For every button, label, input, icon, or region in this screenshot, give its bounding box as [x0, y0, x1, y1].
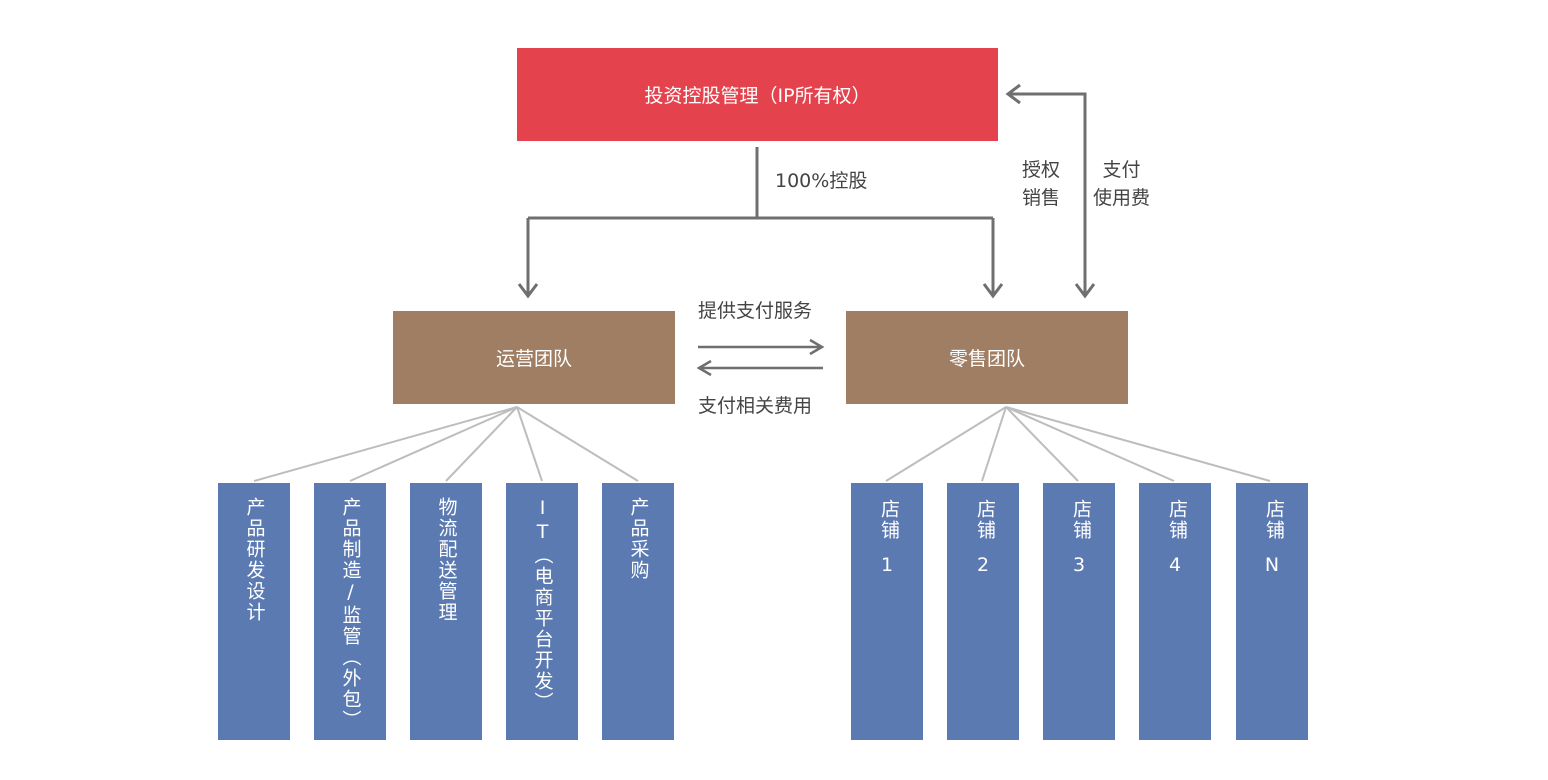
- store-number: N: [1264, 554, 1280, 576]
- store-label: 店铺: [1070, 499, 1092, 541]
- license-label-line-1: 授权: [1022, 159, 1061, 181]
- arrowhead-to-retail: [982, 283, 1004, 299]
- retail-store-1: 店铺 1: [851, 483, 923, 740]
- operations-item-it: IT（电商平台开发）: [506, 483, 578, 740]
- tree-line-retail-4: [1005, 406, 1175, 482]
- license-fee-connector: [1008, 92, 1087, 296]
- arrowhead-to-operations: [517, 283, 539, 299]
- operations-item-label: 产品制造/监管（外包）: [339, 497, 362, 731]
- license-label-line-2: 销售: [1022, 186, 1061, 209]
- operations-item-manufacturing: 产品制造/监管（外包）: [314, 483, 386, 740]
- tree-line-retail-2: [981, 406, 1007, 482]
- tree-line-retail-5: [1005, 406, 1271, 482]
- operations-item-procurement: 产品采购: [602, 483, 674, 740]
- operations-team-label: 运营团队: [495, 348, 572, 370]
- operations-item-rd-design: 产品研发设计: [218, 483, 290, 740]
- tree-line-ops-3: [445, 406, 518, 482]
- operations-tree-lines: [253, 406, 639, 482]
- store-number: 4: [1168, 554, 1182, 576]
- operations-item-label: 物流配送管理: [435, 497, 458, 623]
- store-number: 2: [976, 554, 990, 576]
- tree-line-ops-2: [349, 406, 518, 482]
- license-sales-label: 授权 销售: [1022, 157, 1060, 212]
- arrowhead-to-retail-right: [1074, 283, 1096, 299]
- holding-company-box: 投资控股管理（IP所有权）: [517, 48, 998, 141]
- operations-item-label: 产品采购: [627, 497, 650, 581]
- retail-store-n: 店铺 N: [1236, 483, 1308, 740]
- fee-label-line-1: 支付: [1102, 159, 1141, 181]
- payment-fee-label: 支付相关费用: [698, 395, 813, 417]
- arrowhead-to-top: [1005, 83, 1021, 105]
- store-label: 店铺: [1166, 499, 1188, 541]
- store-number: 3: [1072, 554, 1086, 576]
- tree-line-ops-5: [516, 406, 639, 482]
- holding-connector: [526, 147, 995, 296]
- retail-store-3: 店铺 3: [1043, 483, 1115, 740]
- operations-item-logistics: 物流配送管理: [410, 483, 482, 740]
- operations-item-label: IT（电商平台开发）: [531, 497, 554, 713]
- store-number: 1: [880, 554, 894, 576]
- tree-line-ops-4: [516, 406, 543, 482]
- store-label: 店铺: [1263, 499, 1285, 541]
- payment-arrow: [696, 359, 823, 377]
- retail-tree-lines: [885, 406, 1271, 482]
- holding-company-label: 投资控股管理（IP所有权）: [644, 85, 871, 107]
- tree-line-retail-3: [1005, 406, 1079, 482]
- store-label: 店铺: [878, 499, 900, 541]
- retail-team-label: 零售团队: [948, 348, 1025, 370]
- retail-team-box: 零售团队: [846, 311, 1128, 404]
- payment-service-label: 提供支付服务: [698, 300, 813, 322]
- tree-line-ops-1: [253, 406, 518, 482]
- service-arrow: [698, 338, 825, 356]
- store-label: 店铺: [974, 499, 996, 541]
- holding-percentage-label: 100%控股: [775, 170, 868, 192]
- tree-line-retail-1: [885, 406, 1007, 482]
- fee-label-line-2: 使用费: [1093, 186, 1151, 209]
- retail-store-4: 店铺 4: [1139, 483, 1211, 740]
- operations-item-label: 产品研发设计: [243, 497, 266, 623]
- retail-store-2: 店铺 2: [947, 483, 1019, 740]
- usage-fee-label: 支付 使用费: [1093, 157, 1150, 212]
- operations-team-box: 运营团队: [393, 311, 675, 404]
